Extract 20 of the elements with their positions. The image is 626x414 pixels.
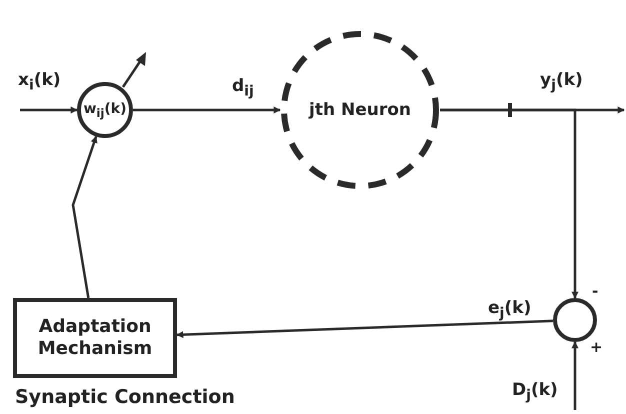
edge-label: x$_{i}$(k) [18,72,61,93]
edge-label: y$_{j}$(k) [540,72,583,93]
sign-label: - [592,284,598,299]
arrow [133,106,281,114]
neuron-dashed-circle [280,30,440,190]
arrow [176,320,554,338]
arrow [20,106,78,114]
node-label: Adaptation Mechanism [36,316,154,360]
edge-label: e$_{j}$(k) [488,300,532,321]
edge-label: D$_{j}$(k) [512,382,558,403]
adaptation-box [13,298,177,378]
edge-label: d$_{ij}$ [232,78,254,99]
summing-junction-circle [553,298,597,342]
caption: Synaptic Connection [15,388,235,407]
arrow [440,108,578,299]
arrow [72,136,98,298]
node-label: w$_{ij}$(k) [83,100,127,120]
sign-label: + [590,340,603,355]
arrow [572,341,578,410]
node-label: jth Neuron [309,100,411,120]
